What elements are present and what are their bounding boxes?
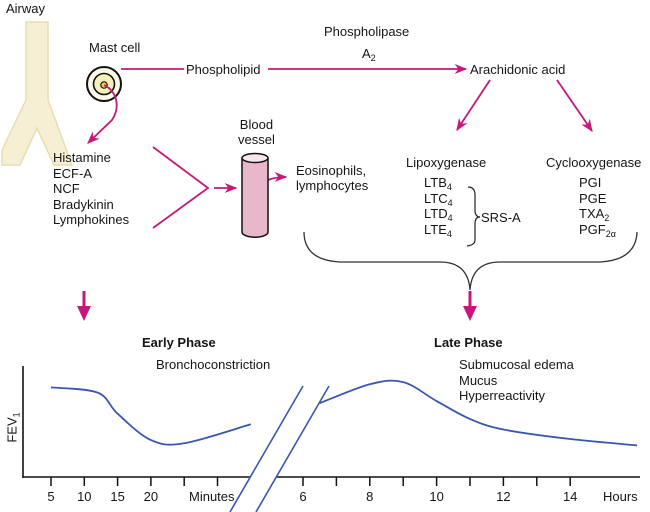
mediator-item: Histamine: [53, 150, 111, 165]
early-phase-curve: [50, 386, 252, 446]
early-phase-title: Early Phase: [142, 335, 216, 350]
mediators-group-brace: [303, 231, 638, 291]
phospholipid-label: Phospholipid: [186, 62, 261, 77]
leukotriene-subscript: 4: [446, 228, 452, 239]
cyclooxygenase-label: Cyclooxygenase: [546, 155, 642, 170]
x-tick-label: 20: [143, 489, 159, 504]
arachidonic-to-cyclooxygenase-arrow: [556, 79, 593, 133]
early-phase-arrow: [77, 291, 91, 321]
leukotriene-item: LTB4: [424, 175, 453, 192]
x-tick-label: 8: [366, 489, 374, 504]
mediator-list: Histamine ECF-A NCF Bradykinin Lymphokin…: [53, 150, 129, 228]
arachidonic-to-lipoxygenase-arrow: [456, 79, 491, 132]
fev-label: FEV: [4, 417, 20, 443]
late-phase-effect: Submucosal edema: [459, 357, 574, 372]
srs-a-label: SRS-A: [481, 210, 521, 225]
leukotriene-subscript: 4: [447, 213, 453, 223]
mast-to-mediators-arrow: [87, 84, 118, 144]
prostaglandin-item: PGE: [579, 191, 616, 207]
prostaglandin-name: PGE: [579, 190, 607, 206]
lipoxygenase-label: Lipoxygenase: [406, 155, 487, 170]
mast-cell-icon: [86, 66, 122, 102]
x-unit-minutes: Minutes: [189, 489, 235, 504]
phospholipase-a2-label: A2: [362, 46, 376, 63]
blood-vessel-line2: vessel: [238, 132, 275, 147]
x-tick-label: 5: [47, 489, 55, 504]
mediator-item: NCF: [53, 181, 80, 196]
late-phase-arrow: [463, 291, 477, 321]
axis-break: [229, 385, 330, 512]
prostaglandin-list: PGI PGE TXA2 PGF2α: [579, 175, 616, 239]
late-phase-effect: Hyperreactivity: [459, 388, 545, 403]
x-tick-label: 12: [496, 489, 511, 504]
x-axis-ticks: [50, 477, 571, 486]
x-tick-label: 6: [299, 489, 307, 504]
late-phase-effects: Submucosal edema Mucus Hyperreactivity: [459, 357, 574, 404]
leukotriene-list: LTB4 LTC4 LTD4 LTE4: [424, 175, 453, 239]
x-tick-label: 15: [110, 489, 125, 504]
leukotriene-name: LTC: [424, 190, 448, 206]
leukotriene-name: LTE: [424, 221, 447, 237]
mediators-converge-lines: [152, 146, 210, 229]
prostaglandin-item: PGI: [579, 175, 616, 191]
x-unit-hours: Hours: [603, 489, 638, 504]
leukotriene-item: LTE4: [424, 221, 453, 239]
mast-cell-label: Mast cell: [89, 40, 141, 55]
leukotriene-item: LTC4: [424, 190, 453, 208]
arachidonic-acid-label: Arachidonic acid: [470, 62, 566, 77]
leukotriene-subscript: 4: [446, 182, 452, 192]
prostaglandin-item: TXA2: [579, 206, 616, 223]
blood-vessel-line1: Blood: [239, 117, 274, 132]
leukotriene-name: LTB: [424, 175, 447, 190]
prostaglandin-subscript: 2: [604, 213, 610, 223]
leukotriene-name: LTD: [424, 206, 448, 221]
early-phase-effect: Bronchoconstriction: [156, 357, 271, 372]
leukotriene-subscript: 4: [447, 197, 453, 208]
late-phase-curve: [319, 379, 638, 447]
fev-subscript: 1: [11, 412, 22, 418]
x-tick-label: 10: [77, 489, 92, 504]
y-axis-label: FEV1: [4, 408, 22, 448]
mediator-item: Lymphokines: [53, 212, 130, 227]
airway-label: Airway: [6, 1, 46, 16]
eosinophils-line2: lymphocytes: [296, 178, 369, 193]
x-tick-label: 14: [562, 489, 578, 504]
fev1-curves: [50, 379, 638, 447]
phospholipase-label: Phospholipase: [324, 24, 410, 39]
late-phase-effect: Mucus: [459, 372, 498, 388]
enzyme-letter: A: [362, 46, 371, 61]
prostaglandin-item: PGF2α: [579, 221, 616, 239]
mediator-item: ECF-A: [53, 165, 92, 181]
eosinophils-label: Eosinophils, lymphocytes: [296, 163, 368, 193]
enzyme-subscript: 2: [370, 53, 376, 63]
mediator-item: Bradykinin: [53, 196, 114, 212]
prostaglandin-name: PGF: [579, 221, 606, 237]
eosinophils-line1: Eosinophils,: [296, 163, 367, 178]
airway-icon: [1, 21, 74, 166]
prostaglandin-name: TXA: [579, 206, 605, 221]
srs-a-brace: [466, 186, 481, 247]
leukotriene-item: LTD4: [424, 206, 453, 223]
late-phase-title: Late Phase: [434, 335, 503, 350]
blood-vessel-icon: [241, 152, 269, 238]
x-tick-label: 10: [429, 489, 444, 504]
blood-vessel-label: Blood vessel: [238, 117, 275, 147]
prostaglandin-name: PGI: [579, 175, 602, 190]
prostaglandin-subscript: 2α: [605, 228, 616, 239]
